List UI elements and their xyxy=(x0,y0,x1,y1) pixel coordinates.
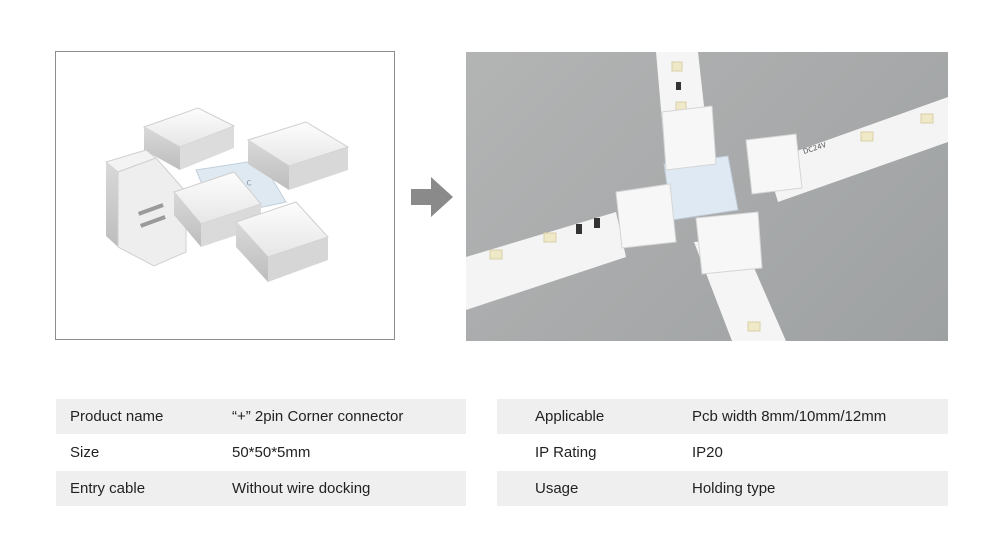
spec-label: Product name xyxy=(56,399,232,434)
spec-label: Entry cable xyxy=(56,471,232,506)
arrow-right-icon xyxy=(411,177,453,217)
application-photo: DC24V xyxy=(466,52,948,341)
table-row: IP Rating IP20 xyxy=(497,434,948,471)
table-row: Usage Holding type xyxy=(497,471,948,506)
spec-value: Pcb width 8mm/10mm/12mm xyxy=(692,399,948,434)
spec-value: 50*50*5mm xyxy=(232,444,311,461)
table-row: Product name “+” 2pin Corner connector xyxy=(56,399,466,434)
spec-table-right: Applicable Pcb width 8mm/10mm/12mm IP Ra… xyxy=(497,399,948,506)
table-row: Applicable Pcb width 8mm/10mm/12mm xyxy=(497,399,948,434)
table-row: Entry cable Without wire docking xyxy=(56,471,466,506)
strip-illustration: DC24V xyxy=(466,52,948,341)
connector-illustration: + -- R -- C xyxy=(104,107,350,282)
spec-label: Applicable xyxy=(497,399,692,434)
spec-label: Size xyxy=(70,444,100,461)
spec-value: Without wire docking xyxy=(232,471,466,506)
table-row: Size 50*50*5mm xyxy=(56,434,466,471)
spec-value: IP20 xyxy=(692,444,723,461)
product-photo: + -- R -- C xyxy=(55,51,395,340)
spec-value: “+” 2pin Corner connector xyxy=(232,399,466,434)
spec-value: Holding type xyxy=(692,471,948,506)
spec-label: IP Rating xyxy=(535,444,597,461)
spec-table-left: Product name “+” 2pin Corner connector S… xyxy=(56,399,466,506)
spec-label: Usage xyxy=(497,471,692,506)
